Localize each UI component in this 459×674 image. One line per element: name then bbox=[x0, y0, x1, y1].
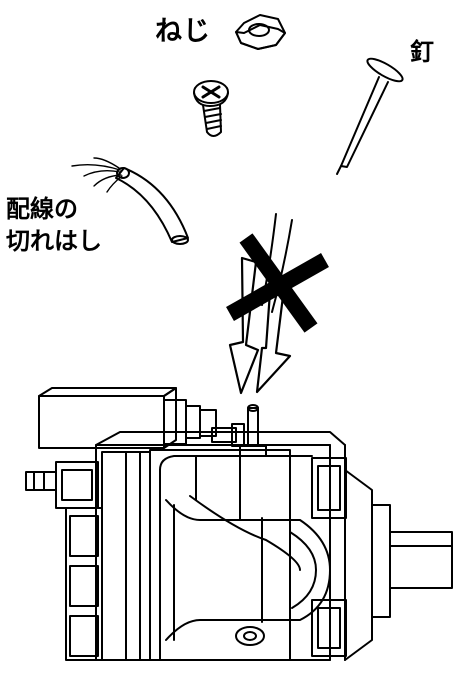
hex-nut-icon bbox=[235, 14, 286, 50]
screw-label: ねじ bbox=[155, 16, 211, 47]
nail-label: 釘 bbox=[410, 38, 434, 66]
wire-scrap-label-line2: 切れはし bbox=[6, 227, 102, 255]
nail-icon bbox=[336, 57, 404, 175]
hydraulic-pump bbox=[25, 387, 453, 661]
wire-scrap-icon bbox=[71, 157, 189, 245]
wire-scrap-label-line1: 配線の bbox=[6, 195, 78, 223]
prohibited-x-mark bbox=[226, 233, 329, 333]
falling-arrow-icon bbox=[228, 256, 292, 395]
screw-icon bbox=[193, 80, 229, 137]
